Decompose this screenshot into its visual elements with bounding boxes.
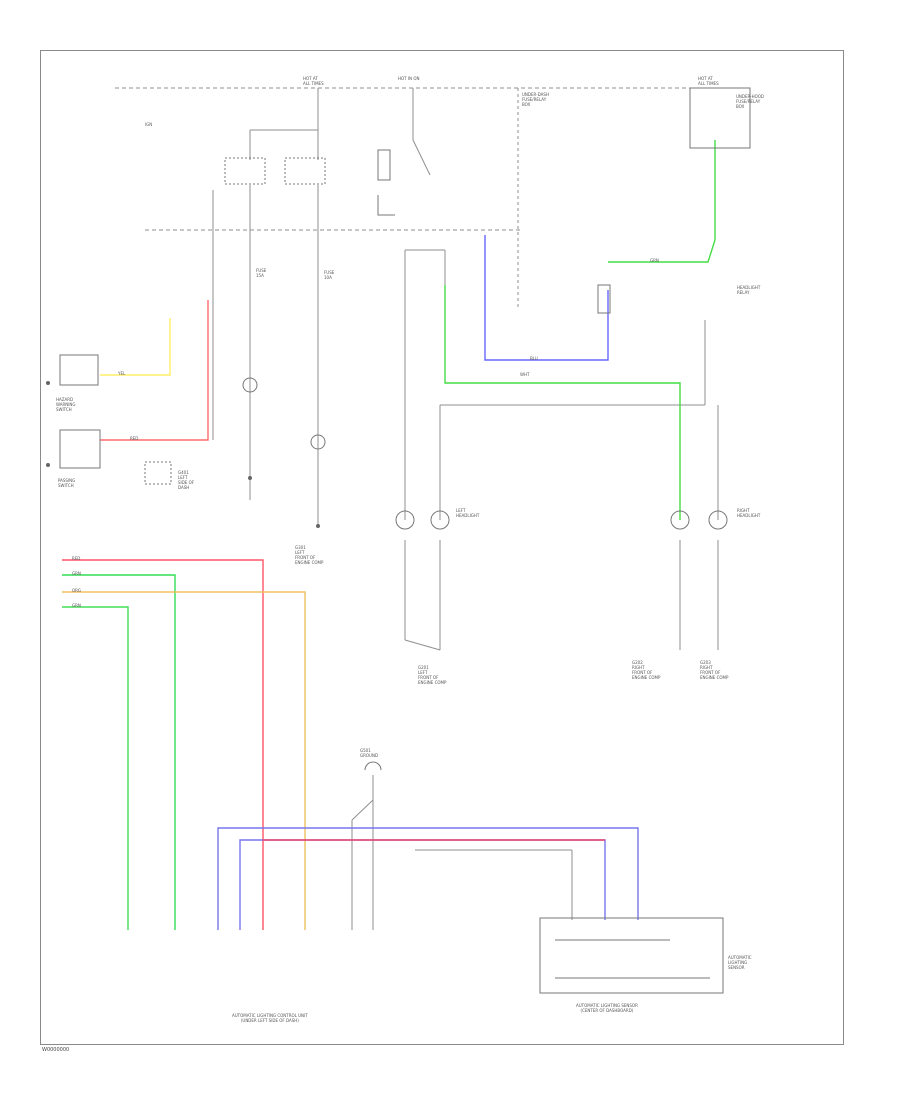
ground-headlight-right1-label: G202 RIGHT FRONT OF ENGINE COMP xyxy=(632,660,661,680)
auto-lighting-sensor-label: AUTOMATIC LIGHTING SENSOR (CENTER OF DAS… xyxy=(576,1003,638,1013)
dash-fuse-label: UNDER-DASH FUSE/RELAY BOX xyxy=(522,92,549,107)
ground-headlight-left-label: G201 LEFT FRONT OF ENGINE COMP xyxy=(418,665,447,685)
ground-left-label: G401 LEFT SIDE OF DASH xyxy=(178,470,195,490)
diagram-frame xyxy=(40,50,844,1045)
wire-label-wht: WHT xyxy=(520,372,530,377)
power-bus-lines xyxy=(115,87,719,930)
wire-label-red: RED xyxy=(72,556,81,561)
left-headlight-label: LEFT HEADLIGHT xyxy=(456,508,480,518)
ground-mid-label: G301 LEFT FRONT OF ENGINE COMP xyxy=(295,545,324,565)
hot-label-1: HOT AT ALL TIMES xyxy=(303,76,324,86)
passing-switch-label: PASSING SWITCH xyxy=(58,478,76,488)
wire-label-yel: YEL xyxy=(118,371,126,376)
ground-top-label: G501 GROUND xyxy=(360,748,379,758)
fuse-mid-label: FUSE 10A xyxy=(324,270,335,280)
wire-label-grn-2: GRN xyxy=(72,603,81,608)
ground-points xyxy=(46,381,320,528)
wire-label-org: ORG xyxy=(72,588,82,593)
wire-label-grn: GRN xyxy=(72,571,81,576)
wire-label-blu: BLU xyxy=(530,356,538,361)
diagram-stamp: W0000000 xyxy=(42,1047,70,1053)
headlight-relay-label: HEADLIGHT RELAY xyxy=(737,285,761,295)
hot-label-2: HOT IN ON xyxy=(398,76,420,81)
fuse-left-label: FUSE 15A xyxy=(256,268,267,278)
color-wires xyxy=(62,140,716,930)
fuse-box-right-label: UNDER-HOOD FUSE/RELAY BOX xyxy=(736,94,764,109)
sensor-label: AUTOMATIC LIGHTING SENSOR xyxy=(728,955,752,970)
ground-headlight-right2-label: G203 RIGHT FRONT OF ENGINE COMP xyxy=(700,660,729,680)
hazard-switch-label: HAZARD WARNING SWITCH xyxy=(56,397,76,412)
wire-label-red-2: RED xyxy=(130,436,139,441)
wire-label-grn-3: GRN xyxy=(650,258,659,263)
right-headlight-label: RIGHT HEADLIGHT xyxy=(737,508,761,518)
ign-label: IGN xyxy=(145,122,153,127)
auto-lighting-unit-label: AUTOMATIC LIGHTING CONTROL UNIT (UNDER L… xyxy=(232,1013,308,1023)
components xyxy=(59,87,751,994)
hot-label-3: HOT AT ALL TIMES xyxy=(698,76,719,86)
